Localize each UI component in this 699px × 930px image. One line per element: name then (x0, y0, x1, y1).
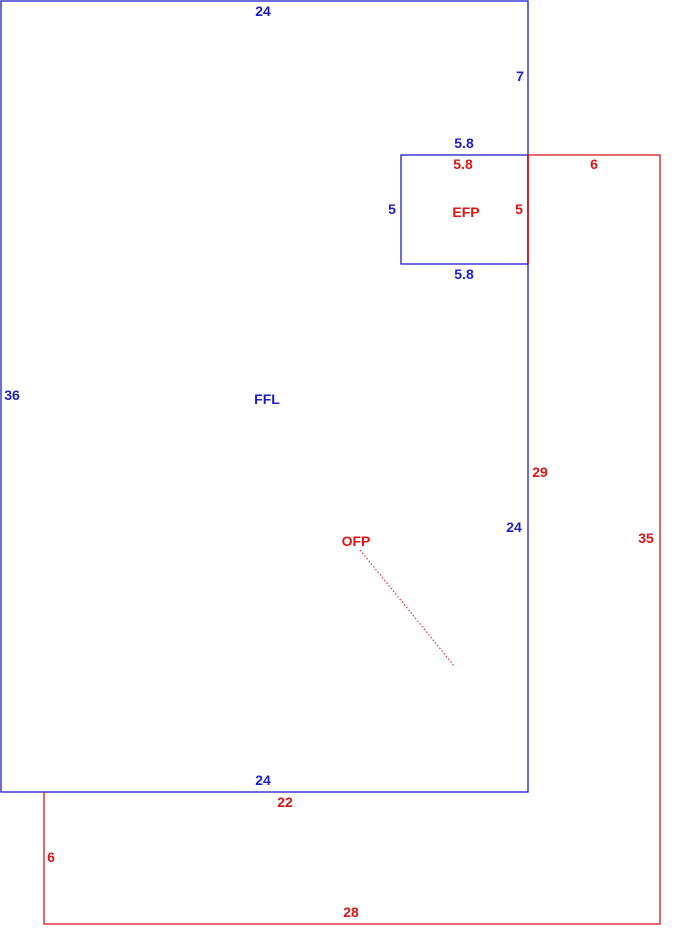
dim-ffl-right-lower: 24 (506, 519, 522, 535)
dim-efp-right: 5 (515, 201, 523, 217)
ofp-label: OFP (342, 533, 371, 549)
ofp-leader-line (359, 549, 456, 668)
dim-efp-top-red: 5.8 (453, 156, 473, 172)
dim-efp-top-blue: 5.8 (454, 135, 474, 151)
dim-efp-bottom: 5.8 (454, 266, 474, 282)
dim-ofp-inner-bottom: 22 (277, 794, 293, 810)
efp-label: EFP (452, 204, 479, 220)
dim-ffl-top: 24 (255, 3, 271, 19)
dim-ofp-right: 35 (638, 530, 654, 546)
ffl-outline (0, 0, 529, 793)
dim-ffl-bottom: 24 (255, 772, 271, 788)
dim-ofp-left: 6 (47, 849, 55, 865)
dim-ofp-inner-right: 29 (532, 464, 548, 480)
dim-ofp-bottom: 28 (343, 904, 359, 920)
dim-efp-left: 5 (388, 201, 396, 217)
dim-ffl-upper-right: 7 (516, 68, 524, 84)
ofp-outline (43, 154, 661, 925)
dim-ofp-top: 6 (590, 156, 598, 172)
ffl-label: FFL (254, 391, 280, 407)
dim-ffl-left: 36 (4, 387, 20, 403)
